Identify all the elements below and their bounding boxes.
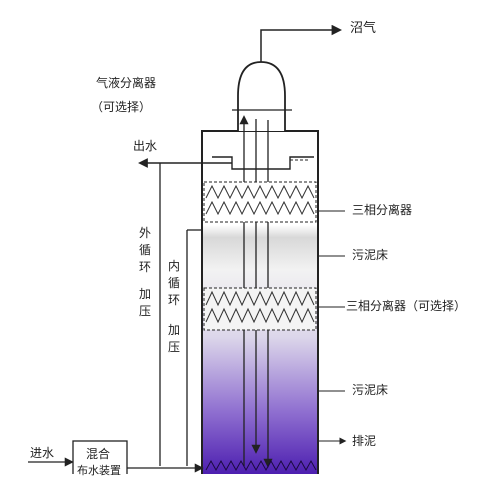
label-mixer-line2: 布水装置: [77, 464, 121, 477]
label-sludge-bed-upper: 污泥床: [352, 248, 389, 262]
label-gas-separator: 气液分离器: [96, 76, 157, 90]
outlet-trough: [212, 156, 314, 170]
label-inlet-water: 进水: [30, 446, 55, 460]
label-three-phase-separator-optional: 三相分离器（可选择）: [346, 299, 467, 313]
label-internal-pressure: 加压: [167, 323, 180, 354]
label-outlet-water: 出水: [133, 139, 158, 153]
label-sludge-bed-lower: 污泥床: [352, 383, 389, 397]
three-phase-separator-lower: [203, 287, 317, 331]
label-internal-circulation: 内循环: [167, 259, 180, 307]
label-mixer: 混合: [86, 447, 111, 461]
label-external-circulation: 外循环: [138, 226, 151, 274]
gas-separator-dome: [237, 61, 286, 131]
label-gas-separator-optional: （可选择）: [91, 100, 152, 114]
mixer-box: [72, 440, 128, 474]
label-three-phase-separator: 三相分离器: [352, 203, 413, 217]
bottom-distribution-nozzles: [205, 459, 317, 472]
label-sludge-discharge: 排泥: [352, 434, 377, 448]
biogas-pipe: [260, 24, 343, 62]
sludge-gradient-fill: [203, 225, 317, 474]
three-phase-separator-upper: [203, 181, 317, 223]
label-biogas: 沼气: [350, 21, 377, 36]
label-external-pressure: 加压: [138, 287, 151, 318]
